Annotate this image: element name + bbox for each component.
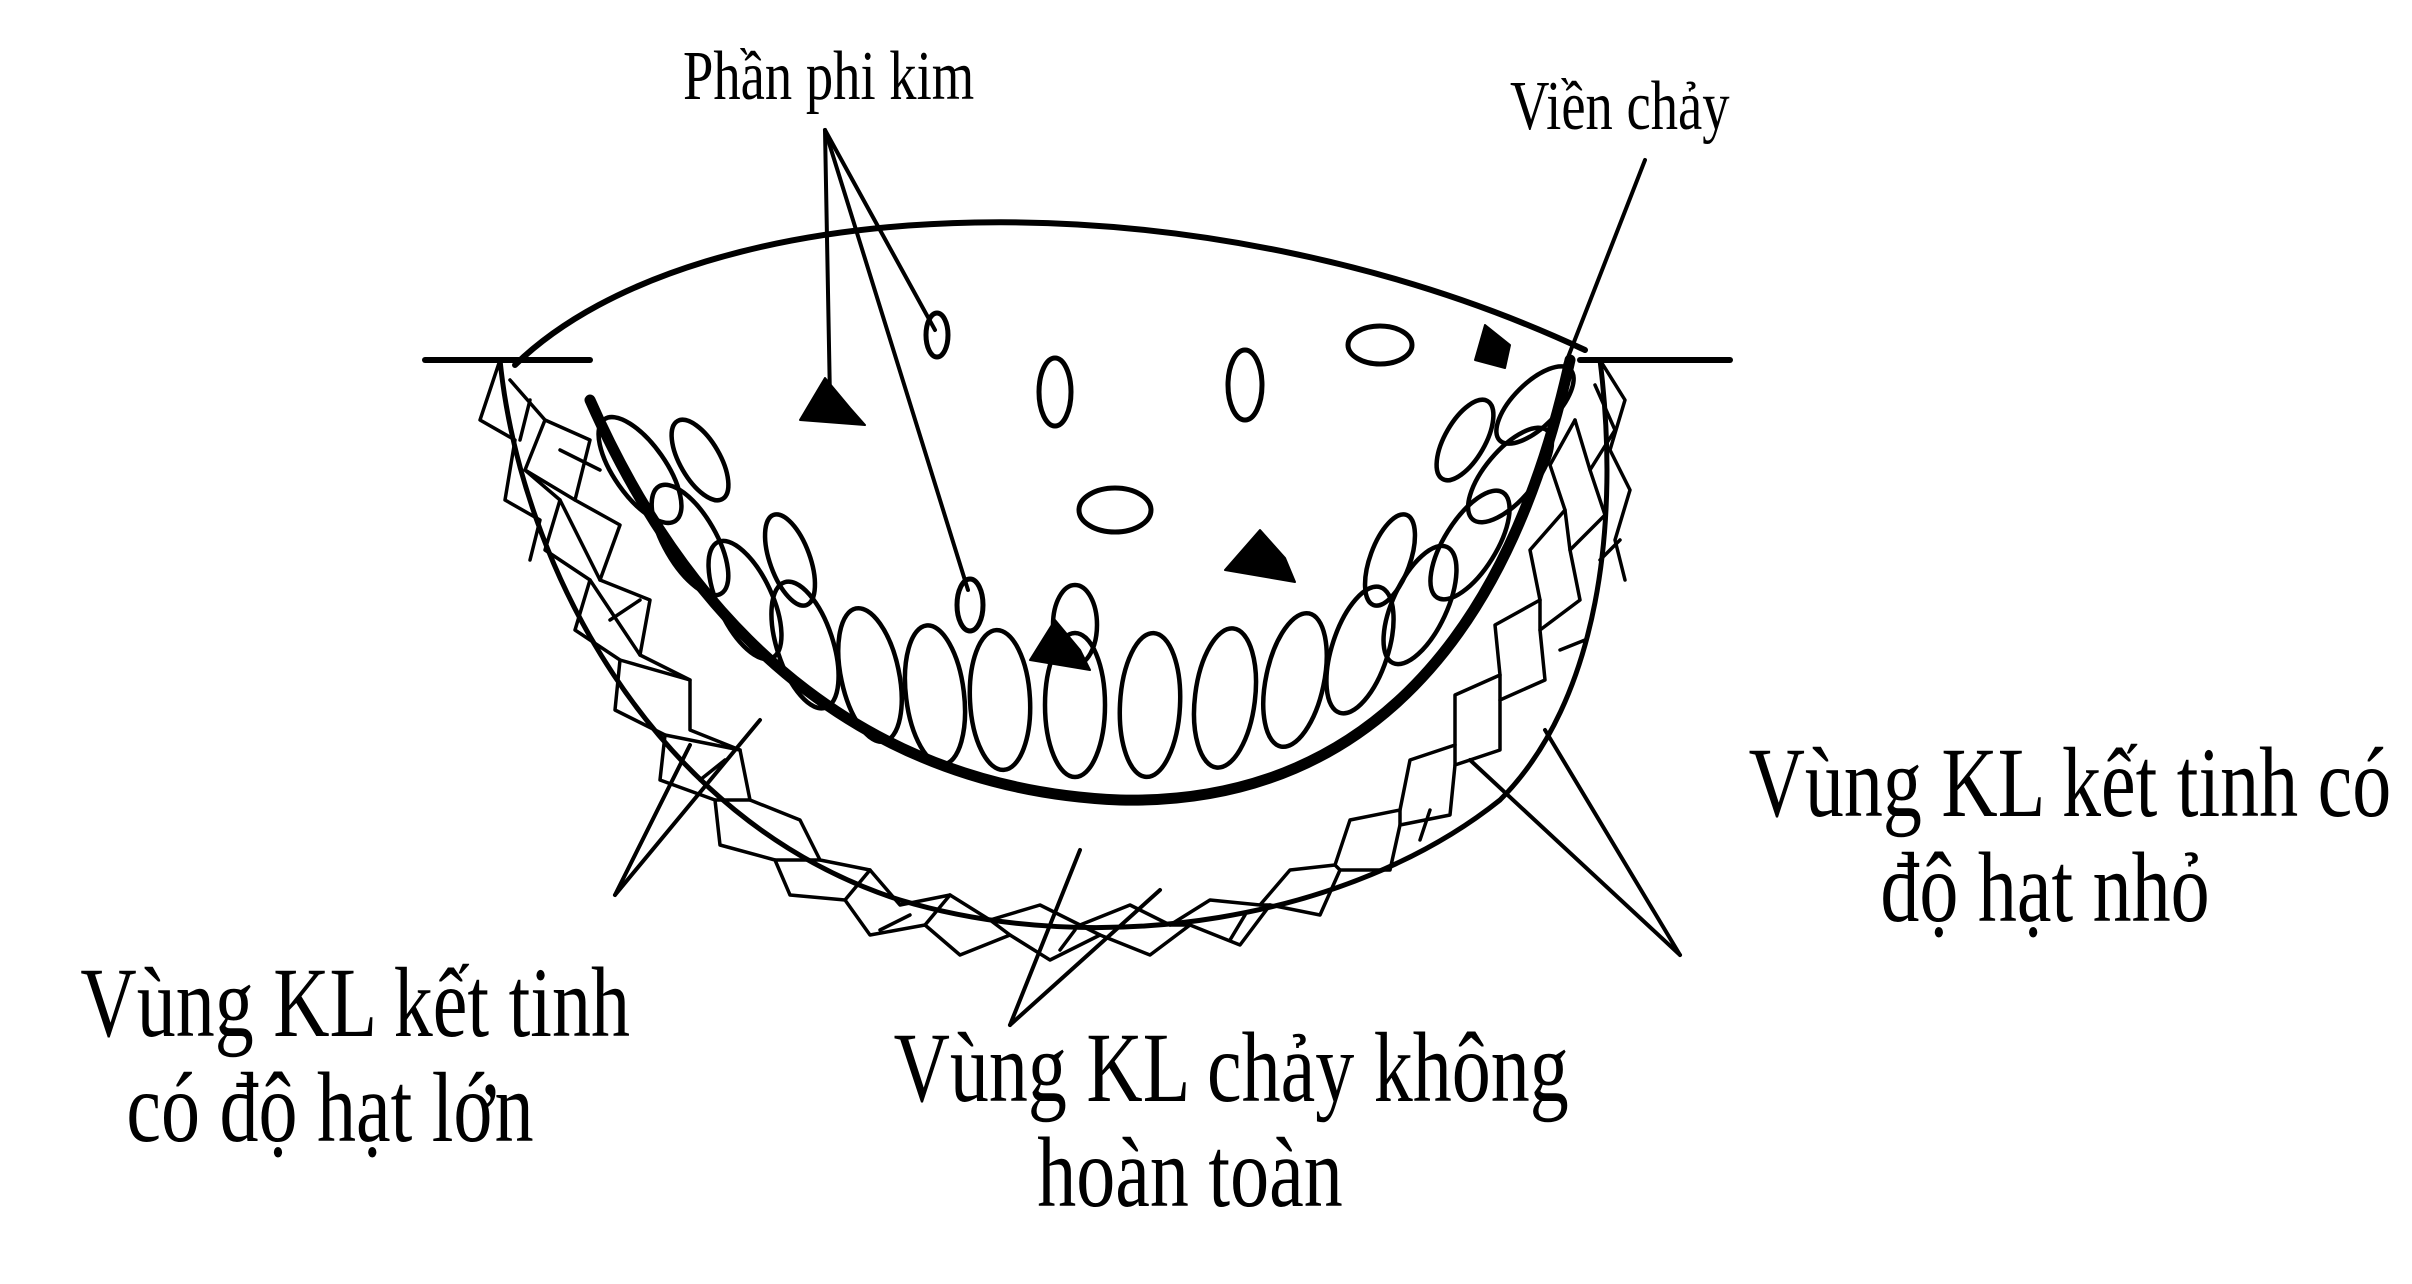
leader-vung-nho-2 (1470, 760, 1680, 955)
non-metallic-inclusions-filled (800, 325, 1510, 670)
weld-crown-outline (515, 222, 1585, 365)
leader-vung-chay-2 (1010, 890, 1160, 1025)
label-vung-lon-line2: có độ hạt lớn (80, 1055, 579, 1160)
label-vung-chay-line2: hoàn toàn (894, 1120, 1487, 1225)
columnar-grains (583, 354, 1586, 778)
label-vung-chay: Vùng KL chảy không hoàn toàn (894, 1015, 1487, 1225)
label-phan-phi-kim: Phần phi kim (683, 40, 974, 114)
label-vung-nho-line2: độ hạt nhỏ (1749, 835, 2342, 940)
label-vung-lon-line1: Vùng KL kết tinh (80, 950, 579, 1055)
label-vung-chay-line1: Vùng KL chảy không (894, 1015, 1487, 1120)
label-vung-nho-line1: Vùng KL kết tinh có (1749, 730, 2342, 835)
leader-vien-chay (1565, 160, 1645, 365)
leader-phan-phi-kim-1 (825, 130, 830, 400)
label-vung-nho: Vùng KL kết tinh có độ hạt nhỏ (1749, 730, 2342, 940)
label-vung-lon: Vùng KL kết tinh có độ hạt lớn (80, 950, 579, 1160)
leader-vung-nho-1 (1545, 730, 1680, 955)
non-metallic-inclusions-hollow (926, 313, 1412, 631)
leader-phan-phi-kim-3 (825, 130, 968, 590)
fusion-line (590, 360, 1570, 800)
label-vien-chay: Viền chảy (1510, 70, 1730, 144)
